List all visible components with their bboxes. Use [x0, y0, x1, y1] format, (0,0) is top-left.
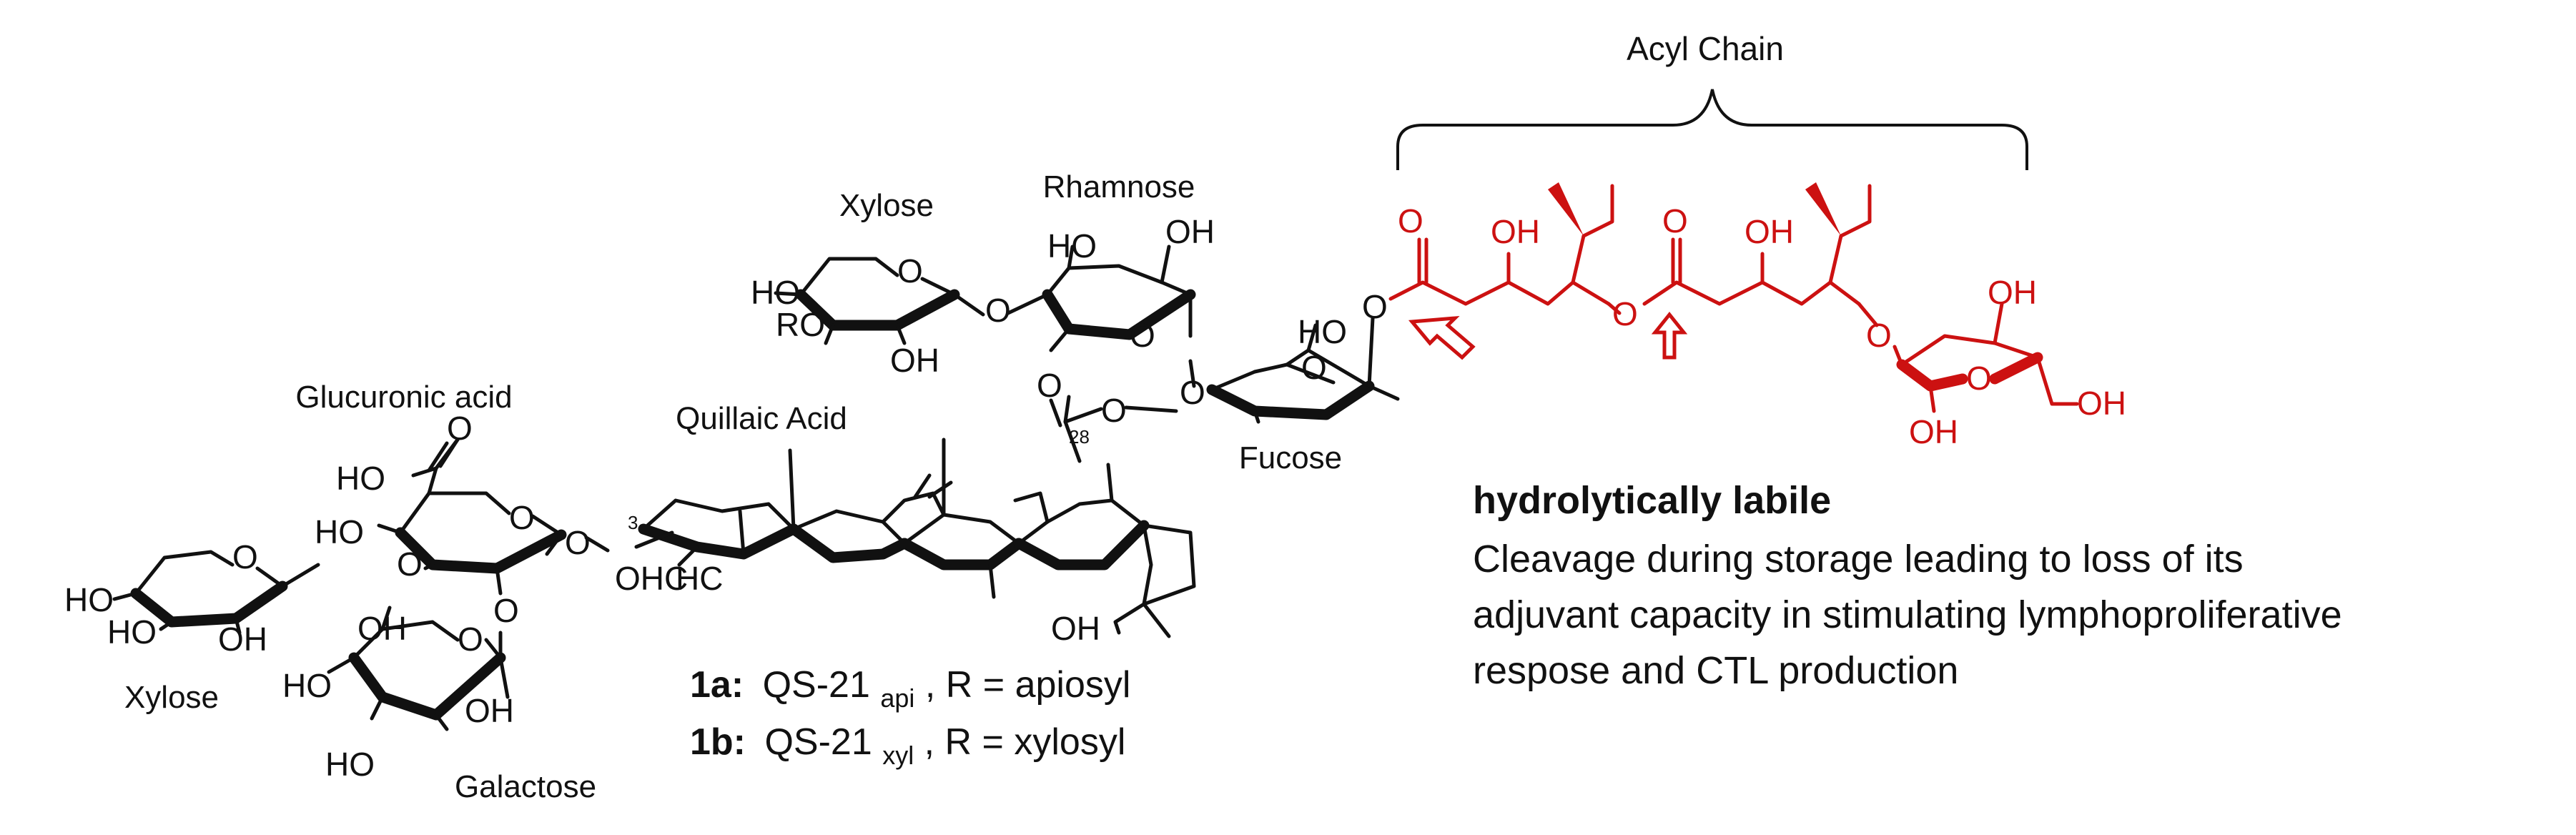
locant-28: 28 — [1069, 426, 1090, 448]
compound-id: 1b: — [690, 721, 746, 763]
atom-o: O — [1130, 317, 1155, 354]
atom-ho: HO — [64, 581, 114, 618]
label-galactose: Galactose — [455, 769, 596, 804]
atom-oh: OH — [1745, 213, 1794, 250]
compound-name: QS-21 — [763, 664, 870, 706]
atom-o: O — [458, 621, 483, 658]
compound-1a: 1a: QS-21 api , R = apiosyl — [690, 664, 1130, 716]
atom-o: O — [1037, 367, 1062, 404]
aglycone-quillaic-acid: 3 OHC HC OH O — [565, 438, 1196, 647]
ring-rhamnose: HO OH O — [1006, 213, 1215, 354]
labile-note: hydrolytically labile Cleavage during st… — [1473, 479, 2342, 692]
atom-o: O — [1180, 374, 1205, 411]
atom-o: O — [1301, 349, 1327, 386]
ring-xylose-bottom: HO HO O OH — [64, 538, 320, 658]
compound-subscript: api — [880, 683, 914, 713]
atom-o: O — [1101, 392, 1127, 429]
ring-galactose: OH HO O OH HO — [282, 606, 514, 783]
atom-o: O — [1362, 288, 1388, 325]
atom-o: O — [565, 524, 591, 561]
label-rhamnose: Rhamnose — [1043, 169, 1195, 204]
ring-xylose-top: HO RO O OH O — [751, 252, 1011, 379]
compound-substituent: , R = apiosyl — [925, 664, 1131, 706]
atom-o: O — [1612, 295, 1638, 332]
compound-subscript: xyl — [882, 741, 914, 770]
atom-ho: HO — [282, 667, 332, 704]
atom-o: O — [509, 499, 535, 536]
note-line: Cleavage during storage leading to loss … — [1473, 538, 2244, 580]
atom-ho: HO — [751, 274, 800, 311]
atom-oh: OH — [1051, 610, 1100, 647]
label-xylose-bottom: Xylose — [124, 680, 219, 715]
ring-fucose: O O HO O — [1180, 288, 1400, 424]
atom-o: O — [1662, 202, 1688, 239]
ring-apiose: OH O OH OH — [1892, 274, 2126, 450]
atom-oh: OH — [1909, 413, 1958, 450]
atom-oh: OH — [2077, 385, 2126, 422]
atom-oh: OH — [1491, 213, 1540, 250]
atom-o: O — [232, 538, 258, 575]
label-fucose: Fucose — [1239, 440, 1342, 475]
atom-o: O — [1966, 360, 1992, 397]
svg-text:1a: QS-21 api: 1a: QS-21 api , R = apiosyl — [690, 664, 1130, 716]
atom-o: O — [1398, 202, 1423, 239]
atom-oh: OH — [218, 621, 267, 658]
atom-oh: OH — [357, 610, 407, 647]
atom-o: O — [397, 545, 423, 583]
compound-1b: 1b: QS-21 xyl , R = xylosyl — [690, 721, 1125, 773]
note-line: adjuvant capacity in stimulating lymphop… — [1473, 593, 2342, 636]
acyl-chain-label: Acyl Chain — [1627, 30, 1784, 67]
acyl-chain: O OH O O OH O — [1388, 182, 1892, 354]
cleavage-arrow — [1408, 315, 1476, 360]
cleavage-arrow — [1651, 311, 1688, 360]
atom-ho: HO — [315, 513, 364, 550]
atom-ho: HO — [1298, 313, 1347, 350]
label-glucuronic-acid: Glucuronic acid — [295, 380, 512, 415]
atom-oh: OH — [465, 692, 514, 729]
atom-hc: HC — [676, 560, 723, 597]
atom-ho: HO — [336, 460, 385, 497]
svg-text:1b: QS-21 xyl: 1b: QS-21 xyl , R = xylosyl — [690, 721, 1125, 773]
note-title: hydrolytically labile — [1473, 479, 1831, 522]
atom-ro: RO — [776, 306, 825, 343]
atom-oh: OH — [1165, 213, 1215, 250]
atom-o: O — [493, 592, 519, 629]
atom-o: O — [1866, 317, 1892, 354]
locant-3: 3 — [628, 512, 638, 533]
atom-ho: HO — [107, 613, 157, 651]
acyl-chain-brace — [1396, 89, 2028, 170]
atom-ohc: OHC — [615, 560, 688, 597]
atom-ho: HO — [325, 746, 375, 783]
atom-o: O — [985, 292, 1011, 329]
c28-ester: O O 28 — [1037, 367, 1178, 463]
compound-substituent: , R = xylosyl — [924, 721, 1126, 763]
atom-o: O — [897, 252, 923, 290]
note-line: respose and CTL production — [1473, 649, 1958, 692]
compound-name: QS-21 — [764, 721, 872, 763]
label-xylose-top: Xylose — [839, 188, 934, 223]
compound-id: 1a: — [690, 664, 744, 706]
atom-oh: OH — [1988, 274, 2037, 311]
atom-ho: HO — [1047, 227, 1097, 265]
label-quillaic-acid: Quillaic Acid — [676, 401, 847, 436]
atom-oh: OH — [890, 342, 939, 379]
atom-o: O — [447, 410, 473, 447]
ring-glucuronic-acid: O HO HO O O O — [315, 410, 567, 629]
